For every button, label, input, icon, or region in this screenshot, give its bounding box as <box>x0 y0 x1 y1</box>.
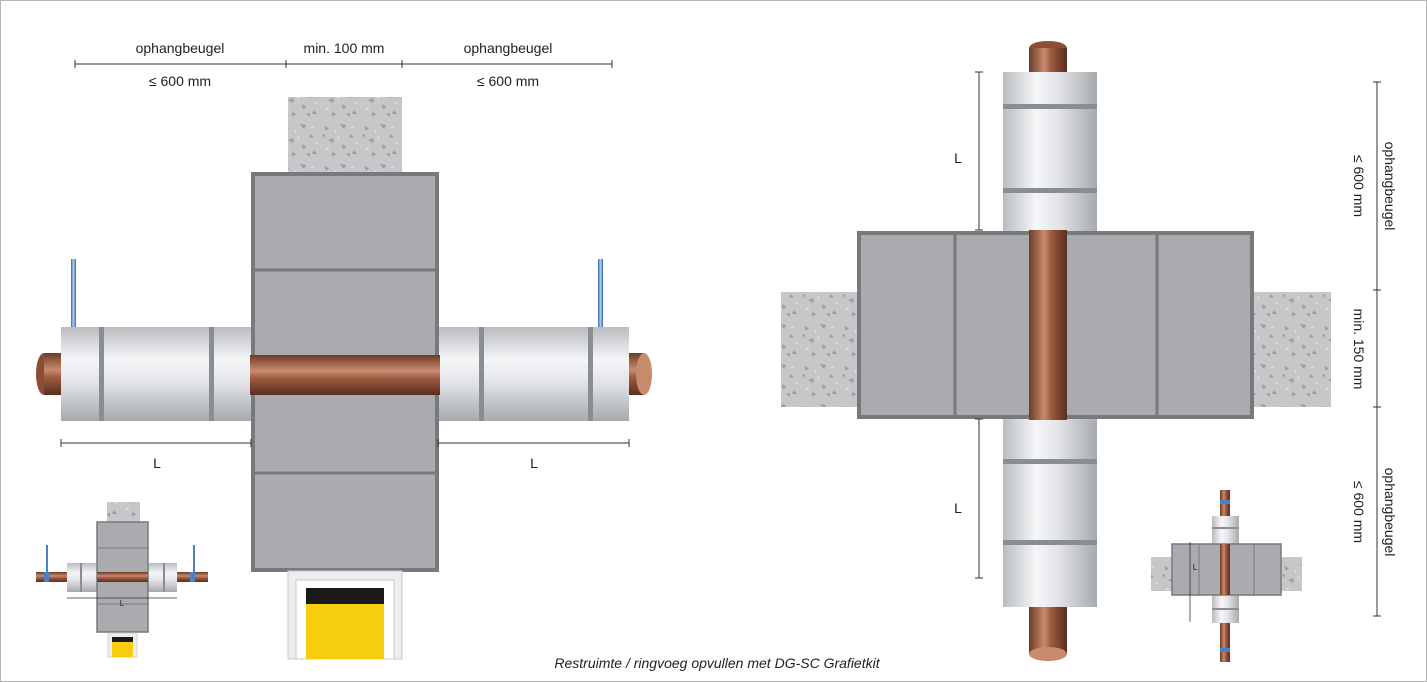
length-dimension-lines <box>60 439 630 447</box>
insulation-top <box>1003 72 1097 232</box>
caption: Restruimte / ringvoeg opvullen met DG-SC… <box>554 655 880 671</box>
hanger-label-bottom: ophangbeugel <box>1382 468 1398 557</box>
length-dimension-lines-vertical <box>975 71 983 579</box>
top-dimension-lines <box>74 60 613 68</box>
insulation-right <box>436 327 629 421</box>
concrete-slab-left <box>781 292 859 407</box>
hanger-rod-left <box>71 259 76 327</box>
hanger-rod-right <box>598 259 603 327</box>
pipe-through-wall <box>250 355 440 395</box>
length-label-left: L <box>153 455 161 471</box>
hanger-label-top: ophangbeugel <box>1382 142 1398 231</box>
insulation-joints-vertical <box>1003 104 1097 545</box>
hanger-label-right: ophangbeugel <box>464 40 553 56</box>
max-distance-top: ≤ 600 mm <box>1351 155 1367 217</box>
pipe-stub-left <box>44 353 64 395</box>
min-gap-label-vertical: min. 150 mm <box>1351 309 1367 390</box>
insulation-joints <box>99 327 593 421</box>
min-gap-label: min. 100 mm <box>304 40 385 56</box>
left-thumbnail: L <box>36 502 208 658</box>
concrete-slab-right <box>1252 292 1331 407</box>
pipe-stub-top <box>1029 48 1067 74</box>
pipe-end-right <box>636 353 652 395</box>
max-distance-bottom: ≤ 600 mm <box>1351 481 1367 543</box>
vertical-dimension-line <box>1373 81 1381 617</box>
right-view: L L ≤ 600 mm ophangbeugel min. 150 mm ≤ … <box>781 41 1398 661</box>
concrete-ceiling <box>288 97 402 173</box>
left-view: ophangbeugel min. 100 mm ophangbeugel ≤ … <box>36 40 652 660</box>
insulation-bottom <box>1003 417 1097 607</box>
insulation-left <box>61 327 253 421</box>
thumb-length-label-right: L <box>1193 563 1198 572</box>
pipe-end-bottom <box>1029 647 1067 661</box>
hanger-label-left: ophangbeugel <box>136 40 225 56</box>
pipe-through-slab <box>1029 230 1067 420</box>
max-distance-right: ≤ 600 mm <box>477 73 539 89</box>
length-label-bottom: L <box>954 500 962 516</box>
max-distance-left: ≤ 600 mm <box>149 73 211 89</box>
length-label-right: L <box>530 455 538 471</box>
thumb-length-label: L <box>120 599 125 608</box>
sealant-detail <box>287 570 403 660</box>
pipe-stub-bottom <box>1029 606 1067 654</box>
length-label-top: L <box>954 150 962 166</box>
right-thumbnail: L <box>1151 490 1302 662</box>
